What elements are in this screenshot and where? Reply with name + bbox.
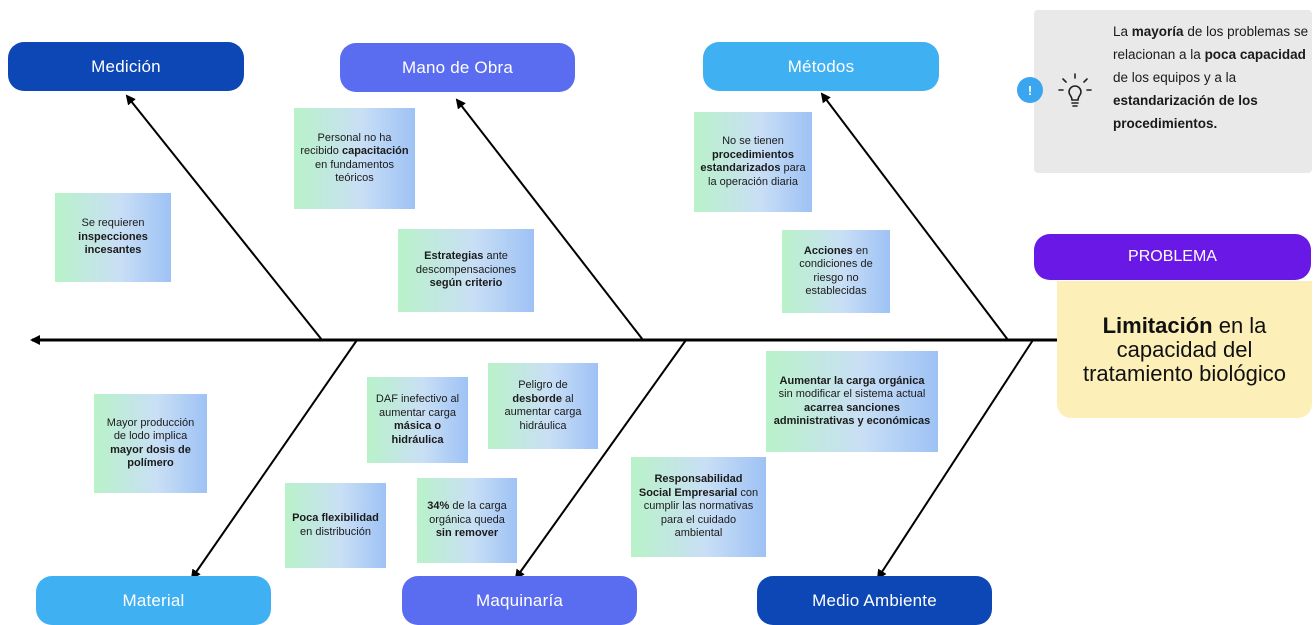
note-carga-34: 34% de la carga orgánica queda sin remov… xyxy=(417,478,517,563)
lightbulb-icon xyxy=(1058,73,1092,107)
bone-maquinaria xyxy=(514,339,687,580)
note-inspecciones: Se requieren inspecciones incesantes xyxy=(55,193,171,282)
note-estrategias: Estrategias ante descompensaciones según… xyxy=(398,229,534,312)
category-medicion: Medición xyxy=(8,42,244,91)
note-carga-organica: Aumentar la carga orgánica sin modificar… xyxy=(766,351,938,452)
note-flexibilidad: Poca flexibilidad en distribución xyxy=(285,483,386,568)
category-medio-ambiente: Medio Ambiente xyxy=(757,576,992,625)
problem-statement: Limitación en la capacidad del tratamien… xyxy=(1057,281,1312,418)
bone-material xyxy=(190,339,358,580)
category-maquinaria: Maquinaría xyxy=(402,576,637,625)
category-metodos: Métodos xyxy=(703,42,939,91)
bone-mano-de-obra xyxy=(455,98,644,341)
bone-medio-ambiente xyxy=(876,339,1034,580)
problem-header: PROBLEMA xyxy=(1034,234,1311,280)
category-material: Material xyxy=(36,576,271,625)
note-lodo: Mayor producción de lodo implica mayor d… xyxy=(94,394,207,493)
note-responsabilidad: Responsabilidad Social Empresarial con c… xyxy=(631,457,766,557)
bone-metodos xyxy=(820,92,1009,341)
note-daf: DAF inefectivo al aumentar carga másica … xyxy=(367,377,468,463)
info-badge: ! xyxy=(1017,77,1043,103)
info-text: La mayoría de los problemas se relaciona… xyxy=(1113,24,1309,131)
category-mano-de-obra: Mano de Obra xyxy=(340,43,575,92)
note-procedimientos: No se tienen procedimientos estandarizad… xyxy=(694,112,812,212)
note-capacitacion: Personal no ha recibido capacitación en … xyxy=(294,108,415,209)
bone-medicion xyxy=(125,94,323,341)
note-desborde: Peligro de desborde al aumentar carga hi… xyxy=(488,363,598,449)
note-acciones: Acciones en condiciones de riesgo no est… xyxy=(782,230,890,313)
